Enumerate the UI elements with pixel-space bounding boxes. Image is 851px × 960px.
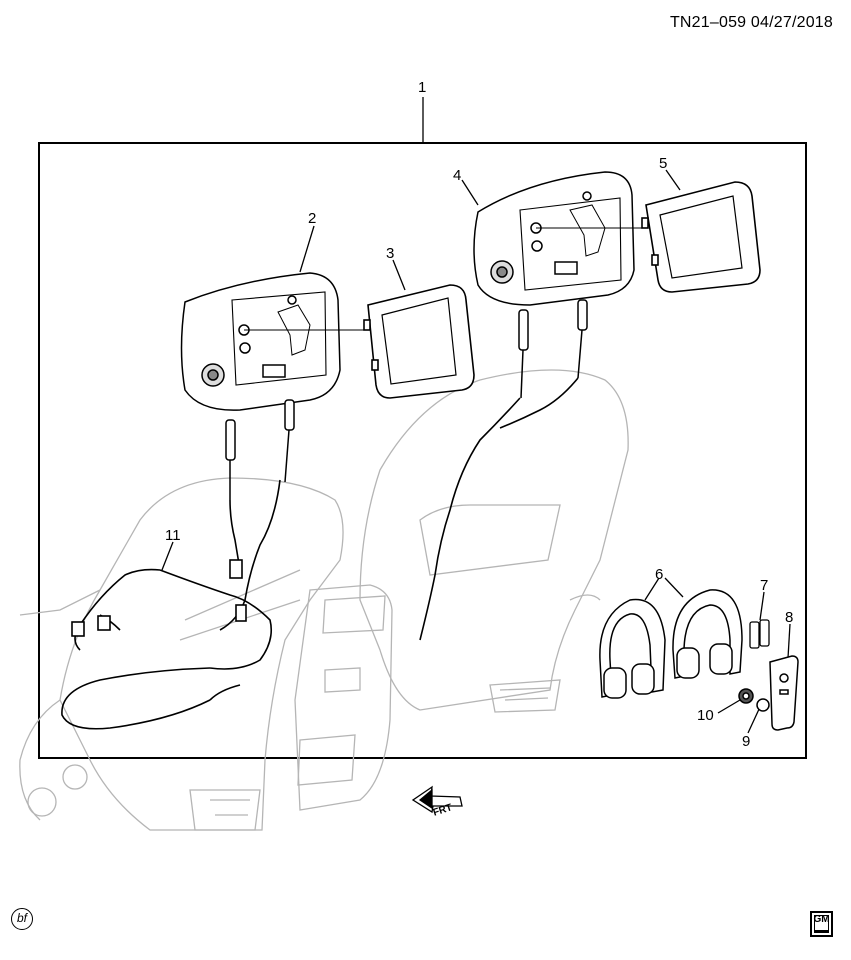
callout-4: 4 bbox=[453, 167, 462, 184]
callout-8: 8 bbox=[785, 609, 794, 626]
right-headrest-posts bbox=[518, 299, 588, 399]
batteries bbox=[749, 619, 770, 649]
gm-logo-text: GM bbox=[813, 914, 830, 925]
wireless-headphones bbox=[599, 589, 743, 699]
gm-logo-underline bbox=[815, 930, 828, 932]
callout-1: 1 bbox=[418, 79, 427, 96]
callout-leaders bbox=[161, 97, 791, 734]
right-screen bbox=[641, 181, 761, 293]
diagram-reference: TN21–059 04/27/2018 bbox=[669, 14, 833, 31]
callout-10: 10 bbox=[697, 707, 714, 724]
callout-2: 2 bbox=[308, 210, 317, 227]
wiring-harness bbox=[61, 377, 579, 730]
callout-5: 5 bbox=[659, 155, 668, 172]
left-headrest-posts bbox=[225, 399, 295, 500]
callout-6: 6 bbox=[655, 566, 664, 583]
callout-3: 3 bbox=[386, 245, 395, 262]
illustrator-mark: bf bbox=[11, 908, 33, 930]
callout-7: 7 bbox=[760, 577, 769, 594]
callout-9: 9 bbox=[742, 733, 751, 750]
callout-11: 11 bbox=[165, 527, 181, 544]
front-direction-arrow bbox=[411, 785, 463, 814]
right-headrest bbox=[473, 171, 645, 306]
kit-boundary-frame bbox=[38, 142, 807, 759]
ear-cushions bbox=[738, 688, 770, 712]
left-screen bbox=[363, 284, 475, 399]
gm-logo: GM bbox=[810, 911, 833, 937]
ghost-seats bbox=[19, 369, 629, 831]
gm-logo-inner-border bbox=[814, 915, 829, 933]
remote-control bbox=[769, 655, 799, 731]
left-headrest bbox=[180, 272, 366, 411]
